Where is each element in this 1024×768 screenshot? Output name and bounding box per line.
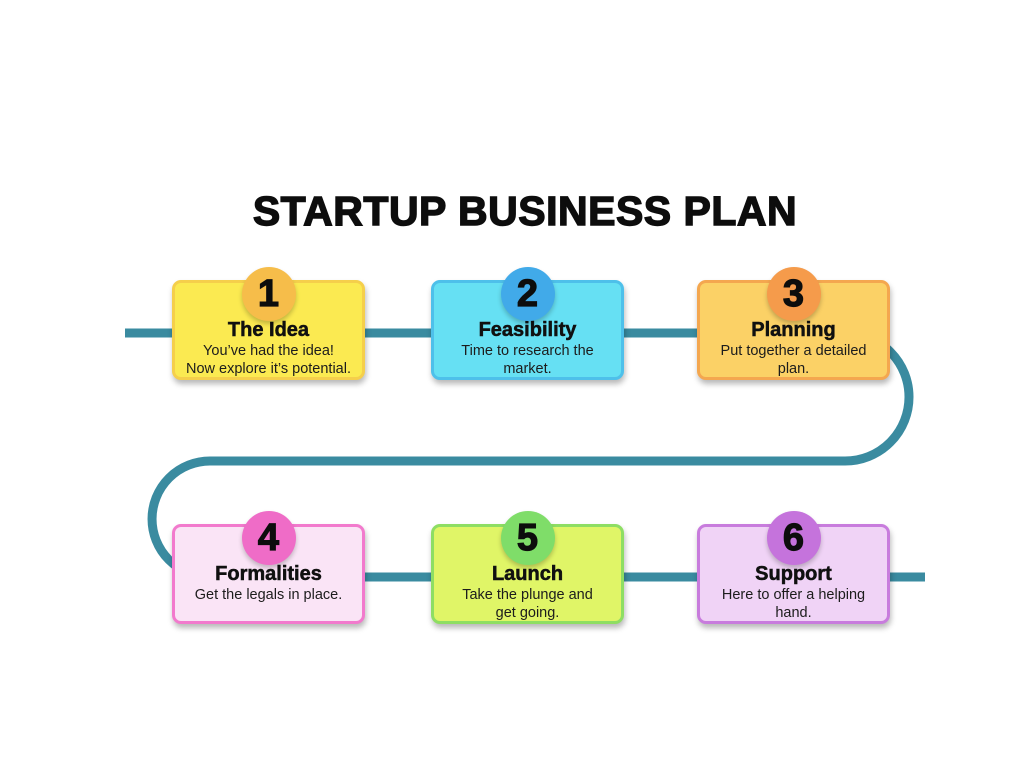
step-number-badge: 1 xyxy=(241,267,296,321)
step-title: Launch xyxy=(491,563,564,586)
step-description-line: Put together a detailed xyxy=(720,343,867,359)
step-description-line: plan. xyxy=(777,360,810,377)
step-number-badge: 5 xyxy=(500,511,555,565)
step-description-line: hand. xyxy=(775,604,812,621)
step-description-line: Here to offer a helping xyxy=(721,587,866,603)
flow-connector-path xyxy=(125,328,925,582)
step-description-line: Now explore it’s potential. xyxy=(186,360,351,377)
step-number-badge: 2 xyxy=(500,267,555,321)
step-title: The Idea xyxy=(227,319,310,342)
step-description: You’ve had the idea!Now explore it’s pot… xyxy=(186,343,351,378)
step-card-the-idea: 1 The Idea You’ve had the idea!Now explo… xyxy=(172,267,365,380)
step-description-line: Get the legals in place. xyxy=(194,587,343,603)
step-card-formalities: 4 Formalities Get the legals in place. xyxy=(172,511,365,624)
step-number: 3 xyxy=(782,273,805,315)
step-description-line: market. xyxy=(503,360,552,377)
step-number-badge: 4 xyxy=(241,511,296,565)
page-title: STARTUP BUSINESS PLAN xyxy=(252,187,798,234)
step-title: Support xyxy=(755,563,832,586)
step-title: Planning xyxy=(751,319,836,342)
step-description-line: Time to research the xyxy=(461,343,594,359)
step-description: Get the legals in place. xyxy=(195,587,343,605)
step-description-line: get going. xyxy=(495,604,560,621)
step-number: 2 xyxy=(516,273,539,315)
step-number: 1 xyxy=(257,273,280,315)
step-title: Formalities xyxy=(215,563,322,586)
step-title: Feasibility xyxy=(478,319,577,342)
step-description-line: Take the plunge and xyxy=(462,587,593,603)
step-number: 5 xyxy=(516,517,539,559)
step-number: 4 xyxy=(257,517,280,559)
step-number-badge: 3 xyxy=(766,267,821,321)
step-number-badge: 6 xyxy=(766,511,821,565)
step-number: 6 xyxy=(782,517,805,559)
step-description-line: You’ve had the idea! xyxy=(203,343,334,359)
